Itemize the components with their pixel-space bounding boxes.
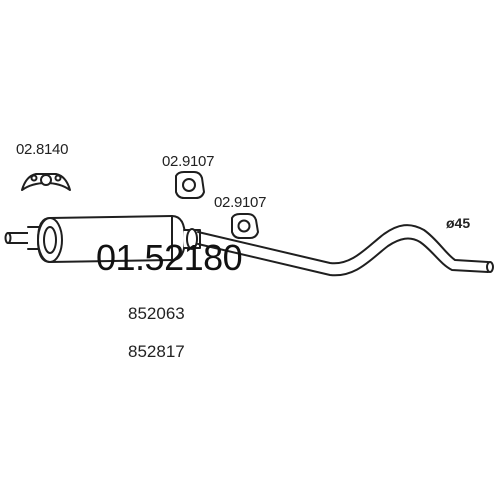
muffler-body xyxy=(37,215,186,263)
gasket-part-number-lower: 02.9107 xyxy=(214,194,267,211)
rubber-hanger-icon xyxy=(21,173,71,191)
oe-reference-1: 852063 xyxy=(128,304,185,323)
inlet-pipe xyxy=(4,226,41,250)
ring-gasket-icon xyxy=(231,213,259,239)
oe-reference-2: 852817 xyxy=(128,342,185,361)
main-part-number: 01.52180 xyxy=(96,237,243,278)
flange-joint xyxy=(183,228,201,250)
ring-gasket-icon xyxy=(175,171,205,199)
hanger-part-number: 02.8140 xyxy=(16,141,69,158)
tailpipe xyxy=(197,224,494,277)
gasket-part-number-upper: 02.9107 xyxy=(162,153,215,170)
pipe-diameter-label: ø45 xyxy=(446,215,471,231)
